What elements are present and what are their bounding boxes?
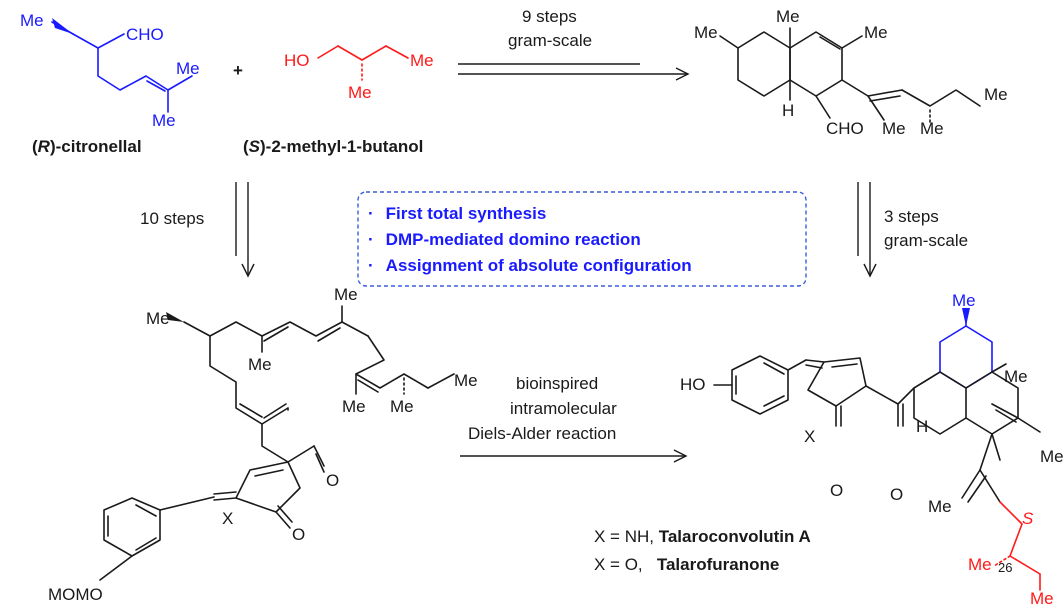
- polyene-me-lower: Me: [342, 397, 366, 416]
- butanol-me-bottom: Me: [348, 83, 372, 102]
- polyene-me-stereo: Me: [390, 397, 414, 416]
- highlight-item: ·DMP-mediated domino reaction: [368, 230, 641, 249]
- product-me-angular: Me: [1004, 367, 1028, 386]
- wedge-bond-icon: [52, 18, 73, 34]
- da-label-1: bioinspired: [516, 374, 598, 393]
- polyene-momo: MOMO: [48, 585, 103, 604]
- decalin-me-alkene: Me: [864, 23, 888, 42]
- decalin-me-angular: Me: [776, 7, 800, 26]
- product-h: H: [916, 417, 928, 436]
- legend-talarofuranone: X = O, Talarofuranone: [594, 555, 779, 574]
- wedge-bond-icon: [166, 312, 184, 322]
- butanol-structure: HO Me Me (S)-2-methyl-1-butanol: [243, 45, 434, 156]
- citronellal-cho: CHO: [126, 25, 164, 44]
- highlights-box: ·First total synthesis ·DMP-mediated dom…: [357, 191, 807, 287]
- product-structure: HO Me Me H X O O Me Me S Me 26 Me X = NH…: [594, 291, 1064, 607]
- citronellal-me: Me: [20, 11, 44, 30]
- highlight-item: ·Assignment of absolute configuration: [368, 256, 692, 275]
- da-label-2: intramolecular: [510, 399, 617, 418]
- polyene-x: X: [222, 509, 233, 528]
- right-arrow-label-steps: 3 steps: [884, 207, 939, 226]
- left-arrow-label: 10 steps: [140, 209, 204, 228]
- right-arrow-label-scale: gram-scale: [884, 231, 968, 250]
- highlight-item: ·First total synthesis: [368, 204, 546, 223]
- product-me-side: Me: [1040, 447, 1064, 466]
- butanol-ho: HO: [284, 51, 310, 70]
- product-x: X: [804, 427, 815, 446]
- legend-talaroconvolutin: X = NH, Talaroconvolutin A: [594, 527, 811, 546]
- product-ho: HO: [680, 375, 706, 394]
- polyene-me-dienyl1: Me: [248, 355, 272, 374]
- polyene-ketone-o: O: [326, 471, 339, 490]
- polyene-lactone-o: O: [292, 525, 305, 544]
- decalin-me-terminal: Me: [984, 85, 1008, 104]
- product-me-red: Me: [968, 555, 992, 574]
- citronellal-me-right: Me: [176, 59, 200, 78]
- top-arrow-label-steps: 9 steps: [522, 7, 577, 26]
- product-ketone-o: O: [890, 485, 903, 504]
- top-reaction-arrow: 9 steps gram-scale: [458, 7, 690, 81]
- decalin-h: H: [782, 101, 794, 120]
- citronellal-name: (R)-citronellal: [32, 137, 142, 156]
- plus-sign: +: [233, 61, 243, 80]
- product-s-label: S: [1022, 509, 1034, 528]
- decalin-cho: CHO: [826, 119, 864, 138]
- top-arrow-label-scale: gram-scale: [508, 31, 592, 50]
- wedge-bond-icon: [962, 308, 970, 326]
- decalin-aldehyde-structure: Me Me Me H CHO Me Me Me: [694, 7, 1008, 138]
- butanol-name: (S)-2-methyl-1-butanol: [243, 137, 423, 156]
- polyene-precursor-structure: Me Me Me Me Me Me O O X MOMO: [48, 285, 478, 604]
- polyene-me-terminal: Me: [454, 371, 478, 390]
- diels-alder-arrow: bioinspired intramolecular Diels-Alder r…: [460, 374, 688, 463]
- product-me-red-terminal: Me: [1030, 589, 1054, 607]
- product-lactone-o: O: [830, 481, 843, 500]
- decalin-me-side1: Me: [882, 119, 906, 138]
- left-reaction-arrow: 10 steps: [140, 182, 255, 278]
- decalin-me-ring: Me: [694, 23, 718, 42]
- polyene-me-top: Me: [146, 309, 170, 328]
- citronellal-me-bottom: Me: [152, 111, 176, 130]
- product-me-alkene: Me: [928, 497, 952, 516]
- butanol-me-right: Me: [410, 51, 434, 70]
- citronellal-structure: Me CHO Me Me (R)-citronellal: [20, 11, 200, 156]
- decalin-me-side2: Me: [920, 119, 944, 138]
- product-c26-label: 26: [998, 560, 1012, 575]
- product-me-ring: Me: [952, 291, 976, 310]
- right-reaction-arrow: 3 steps gram-scale: [857, 182, 968, 278]
- polyene-me-dienyl2: Me: [334, 285, 358, 304]
- da-label-3: Diels-Alder reaction: [468, 424, 616, 443]
